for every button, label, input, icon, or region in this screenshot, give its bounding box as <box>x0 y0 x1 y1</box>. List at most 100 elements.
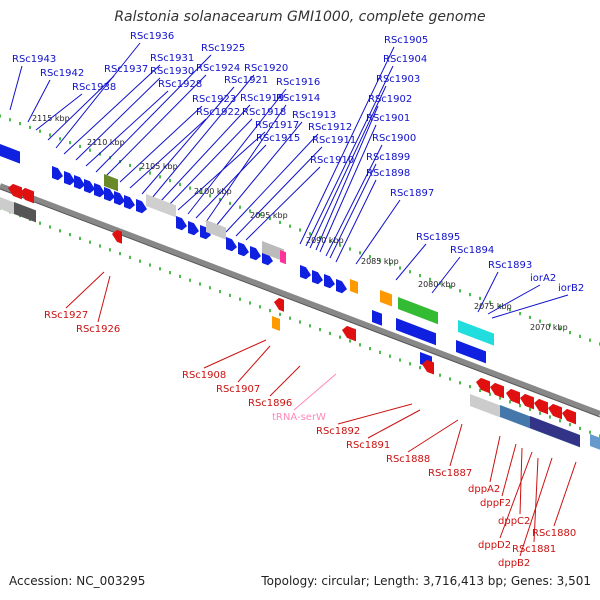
forward-gene <box>74 175 85 190</box>
reverse-gene <box>342 325 356 342</box>
forward-gene-label: RSc1913 <box>292 110 336 121</box>
forward-gene <box>300 265 311 280</box>
forward-gene <box>114 191 125 206</box>
forward-gene-label: RSc1912 <box>308 122 352 133</box>
forward-gene <box>206 220 226 240</box>
leader-line <box>477 271 499 313</box>
scale-tick-label: 2100 kbp <box>194 187 232 196</box>
leader-line <box>269 365 301 397</box>
reverse-gene-label: dppB2 <box>498 558 530 569</box>
reverse-gene-label: RSc1927 <box>44 310 88 321</box>
reverse-gene <box>530 416 580 447</box>
forward-gene-label: RSc1931 <box>150 53 194 64</box>
forward-gene <box>458 320 494 346</box>
leader-line <box>337 403 413 425</box>
leader-line <box>325 144 383 257</box>
reverse-gene <box>548 403 562 420</box>
scale-tick-label: 2110 kbp <box>87 138 125 147</box>
forward-gene <box>104 187 115 202</box>
forward-gene-label: RSc1920 <box>244 63 288 74</box>
leader-line <box>63 64 161 155</box>
forward-gene-label: RSc1930 <box>150 66 194 77</box>
outer-tick-ring <box>0 114 600 346</box>
reverse-gene <box>274 297 284 312</box>
forward-gene <box>312 270 323 285</box>
forward-gene <box>262 241 284 262</box>
reverse-gene <box>490 382 504 399</box>
reverse-gene <box>20 187 34 204</box>
reverse-gene <box>534 398 548 415</box>
leader-line <box>151 74 255 199</box>
leader-line <box>225 133 319 233</box>
forward-gene <box>136 199 147 214</box>
scale-tick-label: 2080 kbp <box>418 280 456 289</box>
leader-line <box>97 275 111 323</box>
forward-gene-label: RSc1900 <box>372 133 416 144</box>
forward-gene-label: iorA2 <box>530 273 556 284</box>
reverse-gene <box>14 202 36 223</box>
reverse-gene-label: RSc1887 <box>428 468 472 479</box>
reverse-gene-label: tRNA-serW <box>272 412 326 423</box>
reverse-gene-label: RSc1908 <box>182 370 226 381</box>
forward-gene <box>336 279 347 294</box>
leader-line <box>335 179 377 263</box>
forward-gene <box>0 144 20 164</box>
forward-gene <box>146 194 176 218</box>
accession-text: Accession: NC_003295 <box>9 574 146 588</box>
leader-line <box>533 457 539 543</box>
leader-line <box>215 121 303 227</box>
forward-gene <box>124 195 135 210</box>
reverse-gene-label: dppA2 <box>468 484 500 495</box>
leader-line <box>319 124 377 253</box>
reverse-gene-label: dppF2 <box>480 498 511 509</box>
leader-line <box>9 65 23 111</box>
forward-gene-label: RSc1897 <box>390 188 434 199</box>
reverse-gene <box>0 197 14 215</box>
forward-gene <box>200 225 211 240</box>
forward-gene-label: RSc1937 <box>104 64 148 75</box>
forward-gene <box>188 221 199 236</box>
leader-line <box>187 88 287 215</box>
genome-summary-text: Topology: circular; Length: 3,716,413 bp… <box>261 574 591 588</box>
gene-labels: RSc1943RSc1942RSc1938RSc1937RSc1936RSc19… <box>12 31 584 569</box>
forward-gene-label: RSc1924 <box>196 63 240 74</box>
scale-tick-label: 2105 kbp <box>140 162 178 171</box>
forward-gene-label: RSc1919 <box>240 93 284 104</box>
reverse-gene <box>562 408 576 425</box>
forward-gene-label: RSc1905 <box>384 35 428 46</box>
scale-tick-label: 2075 kbp <box>474 302 512 311</box>
forward-gene <box>176 216 187 231</box>
forward-gene <box>84 179 95 194</box>
forward-gene-label: RSc1938 <box>72 82 116 93</box>
forward-gene-label: RSc1894 <box>450 245 494 256</box>
backbone-line <box>0 183 600 418</box>
reverse-gene <box>520 393 534 410</box>
leader-line <box>245 166 321 241</box>
leader-line <box>75 77 161 161</box>
leader-line <box>35 93 83 131</box>
reverse-gene-label: RSc1888 <box>386 454 430 465</box>
reverse-gene-label: dppC2 <box>498 516 530 527</box>
reverse-gene <box>272 316 280 332</box>
leader-line <box>159 104 251 203</box>
leader-line <box>119 105 203 183</box>
reverse-gene <box>422 359 434 375</box>
forward-gene <box>396 318 436 346</box>
leader-line <box>129 118 207 189</box>
leader-line <box>293 373 337 411</box>
reverse-gene-label: RSc1892 <box>316 426 360 437</box>
leader-line <box>237 345 271 383</box>
leader-line <box>449 423 463 467</box>
leader-line <box>141 86 235 195</box>
forward-gene <box>104 174 118 192</box>
leader-line <box>487 284 541 315</box>
leader-line <box>27 79 51 123</box>
leader-lines <box>9 42 577 557</box>
reverse-gene-label: RSc1891 <box>346 440 390 451</box>
forward-gene <box>398 297 438 325</box>
forward-gene-label: RSc1922 <box>196 107 240 118</box>
forward-gene <box>350 279 358 295</box>
forward-gene <box>52 166 63 181</box>
forward-gene-label: RSc1910 <box>310 155 354 166</box>
